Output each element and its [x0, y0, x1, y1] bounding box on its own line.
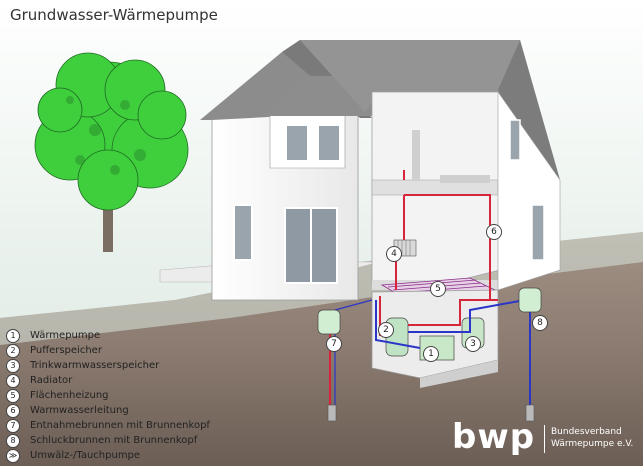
legend-label: Warmwasserleitung	[30, 405, 129, 416]
legend-item: 4 Radiator	[6, 373, 72, 388]
legend-label: Trinkwarmwasserspeicher	[30, 360, 160, 371]
brand-name-line2: Wärmepumpe e.V.	[551, 439, 634, 449]
legend-number: 8	[6, 433, 20, 448]
legend-number: 7	[6, 418, 20, 433]
callout-3: 3	[465, 336, 481, 352]
legend-label: Entnahmebrunnen mit Brunnenkopf	[30, 420, 210, 431]
legend-item: 8 Schluckbrunnen mit Brunnenkopf	[6, 433, 197, 448]
legend-label: Radiator	[30, 375, 73, 386]
window-upper-right	[317, 124, 341, 162]
callout-4: 4	[386, 246, 402, 262]
legend-item: 2 Pufferspeicher	[6, 343, 102, 358]
pump-symbol-icon: ≫	[6, 448, 20, 463]
window-ground-left	[233, 204, 253, 261]
callout-1: 1	[423, 346, 439, 362]
brand-name-line1: Bundesverband	[551, 427, 622, 437]
legend-number: 2	[6, 343, 20, 358]
legend-number: 1	[6, 328, 20, 343]
legend-label: Umwälz-/Tauchpumpe	[30, 450, 141, 461]
legend-item: ≫ Umwälz-/Tauchpumpe	[6, 448, 140, 463]
callout-2: 2	[378, 322, 394, 338]
brand-logo-block: bwp Bundesverband Wärmepumpe e.V.	[452, 419, 638, 459]
legend-label: Flächenheizung	[30, 390, 109, 401]
bathtub	[440, 175, 490, 183]
tree-trunk	[103, 190, 113, 252]
legend-item: 7 Entnahmebrunnen mit Brunnenkopf	[6, 418, 210, 433]
legend-label: Schluckbrunnen mit Brunnenkopf	[30, 435, 198, 446]
injection-well	[518, 287, 542, 422]
brand-divider	[544, 425, 545, 453]
legend-item: 3 Trinkwarmwasserspeicher	[6, 358, 159, 373]
legend-item: 5 Flächenheizung	[6, 388, 109, 403]
callout-7: 7	[326, 336, 342, 352]
legend-number: 5	[6, 388, 20, 403]
legend-label: Pufferspeicher	[30, 345, 102, 356]
shower	[412, 130, 420, 180]
page-title: Grundwasser-Wärmepumpe	[10, 6, 218, 24]
legend-number: 4	[6, 373, 20, 388]
bwp-logo: bwp	[452, 417, 536, 457]
tree-crown	[34, 52, 189, 211]
callout-6: 6	[486, 224, 502, 240]
legend-number: 3	[6, 358, 20, 373]
callout-8: 8	[532, 315, 548, 331]
extraction-well	[317, 309, 341, 422]
callout-5: 5	[430, 281, 446, 297]
legend-item: 1 Wärmepumpe	[6, 328, 100, 343]
tree	[34, 52, 189, 252]
legend-item: 6 Warmwasserleitung	[6, 403, 129, 418]
roof-main	[300, 40, 560, 180]
legend-label: Wärmepumpe	[30, 330, 101, 341]
window-upper-left	[285, 124, 309, 162]
legend-number: 6	[6, 403, 20, 418]
